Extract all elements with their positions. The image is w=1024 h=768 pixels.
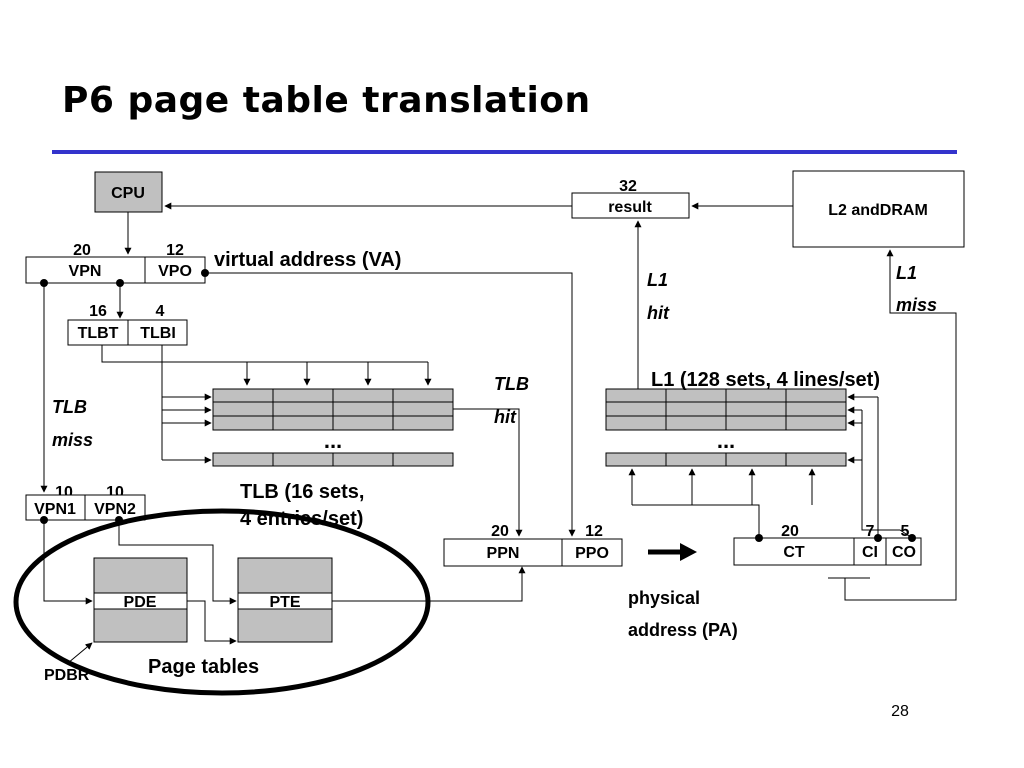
ppo-field — [561, 538, 623, 567]
pa-label-2: address (PA) — [628, 620, 738, 640]
vpn2-to-pte-arrow — [118, 520, 237, 605]
l2-dram-box — [792, 170, 965, 248]
ct-bits-label: 20 — [781, 523, 799, 540]
result-width-label: 32 — [619, 178, 637, 195]
tlbt-tag-line — [101, 345, 428, 363]
co-label: CO — [892, 544, 916, 561]
result-box — [571, 192, 690, 219]
tlbi-bits-label: 4 — [156, 303, 165, 320]
tlb-miss-label-2: miss — [52, 430, 93, 450]
vpn-bits-label: 20 — [73, 242, 91, 259]
ct-tag-line — [632, 504, 760, 538]
tlb-array — [212, 388, 454, 467]
tlb-hit-label-2: hit — [494, 407, 517, 427]
tlbi-field — [127, 319, 188, 346]
ci-label: CI — [862, 544, 878, 561]
l1-miss-label-1: L1 — [896, 263, 917, 283]
tlb-hit-path — [453, 408, 523, 537]
pte-to-ppn-arrow — [332, 566, 526, 602]
ppn-bits-label: 20 — [491, 523, 509, 540]
ci-bits-label: 7 — [866, 523, 875, 540]
pdbr-arrow — [67, 642, 93, 664]
vpn1-field — [25, 494, 86, 521]
l1-hit-label-1: L1 — [647, 270, 668, 290]
l1-label: L1 (128 sets, 4 lines/set) — [651, 369, 880, 391]
title-underline — [52, 150, 957, 154]
tlb-ellipsis: ... — [324, 428, 342, 453]
tlb-hit-label-1: TLB — [494, 374, 529, 394]
page-number: 28 — [891, 703, 909, 720]
slide-title: P6 page table translation — [62, 80, 591, 121]
ppo-label: PPO — [575, 545, 609, 562]
pde-label: PDE — [124, 594, 157, 611]
vpo-field — [144, 256, 206, 284]
vpn2-label: VPN2 — [94, 501, 136, 518]
vpn1-label: VPN1 — [34, 501, 76, 518]
tlbi-label: TLBI — [140, 325, 176, 342]
pte-label: PTE — [269, 594, 300, 611]
page-tables-label: Page tables — [148, 656, 259, 678]
page-tables-highlight — [13, 508, 431, 696]
result-label: result — [608, 199, 652, 216]
l2-dram-label: L2 andDRAM — [828, 202, 928, 219]
co-index-line — [861, 410, 913, 539]
l1-ellipsis: ... — [717, 428, 735, 453]
vpn2-field — [84, 494, 146, 521]
vpn-label: VPN — [69, 263, 102, 280]
pde-to-pte-arrow — [187, 600, 237, 645]
cpu-label: CPU — [111, 185, 145, 202]
cpu-box — [94, 171, 163, 213]
l1-miss-path — [844, 249, 957, 601]
ppn-label: PPN — [487, 545, 520, 562]
vpo-label: VPO — [158, 263, 192, 280]
l1-cache-array — [605, 388, 847, 467]
tlbt-bits-label: 16 — [89, 303, 107, 320]
ct-field — [733, 537, 855, 566]
vpo-to-ppo-line — [205, 272, 576, 537]
tlb-miss-label-1: TLB — [52, 397, 87, 417]
ci-field — [853, 537, 887, 566]
ct-label: CT — [783, 544, 805, 561]
tlb-label-1: TLB (16 sets, — [240, 481, 364, 503]
equivalence-arrow-head — [680, 543, 697, 561]
ppo-bits-label: 12 — [585, 523, 603, 540]
vpo-bits-label: 12 — [166, 242, 184, 259]
pdbr-label: PDBR — [44, 667, 90, 684]
tlbt-field — [67, 319, 129, 346]
l1-miss-label-2: miss — [896, 295, 937, 315]
pa-label-1: physical — [628, 588, 700, 608]
tlbt-label: TLBT — [78, 325, 119, 342]
l1-hit-label-2: hit — [647, 303, 670, 323]
vpn1-to-pde-arrow — [43, 520, 93, 605]
va-label: virtual address (VA) — [214, 249, 401, 271]
co-bits-label: 5 — [901, 523, 910, 540]
ppn-field — [443, 538, 563, 567]
co-field — [885, 537, 922, 566]
